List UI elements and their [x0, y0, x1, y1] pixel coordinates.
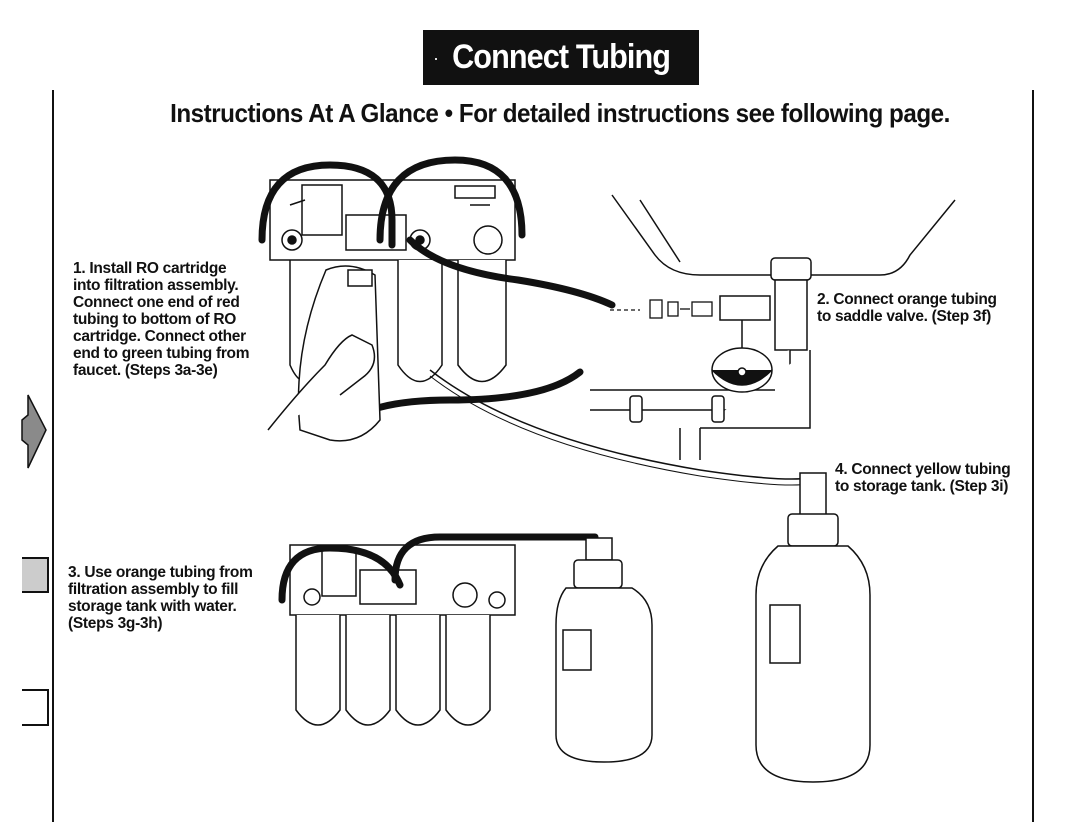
tubing-black: [258, 156, 616, 424]
step-4-instructions: 4. Connect yellow tubing to storage tank…: [835, 461, 1011, 495]
page-title: Connect Tubing: [452, 38, 671, 76]
tubing-clear: [429, 369, 811, 480]
title-bullet: ·: [433, 48, 439, 68]
page-tab-icon: [22, 557, 49, 726]
step-2-instructions: 2. Connect orange tubing to saddle valve…: [817, 291, 997, 325]
left-margin-rule: [52, 90, 54, 822]
storage-tank-large: [755, 472, 871, 783]
drain-pipe: [590, 257, 812, 460]
ro-cartridge-hand: [267, 265, 381, 442]
saddle-valve: [711, 295, 773, 393]
page-subtitle: Instructions At A Glance • For detailed …: [170, 98, 950, 128]
title-banner: · Connect Tubing: [423, 30, 699, 85]
tubing-fittings: [610, 299, 713, 319]
storage-tank-small: [555, 537, 653, 763]
right-margin-rule: [1032, 90, 1034, 822]
step-1-instructions: 1. Install RO cartridge into filtration …: [73, 260, 250, 379]
step-3-instructions: 3. Use orange tubing from filtration ass…: [68, 564, 253, 632]
arrow-right-icon: [21, 394, 47, 469]
filtration-assembly-lower: [289, 544, 516, 726]
